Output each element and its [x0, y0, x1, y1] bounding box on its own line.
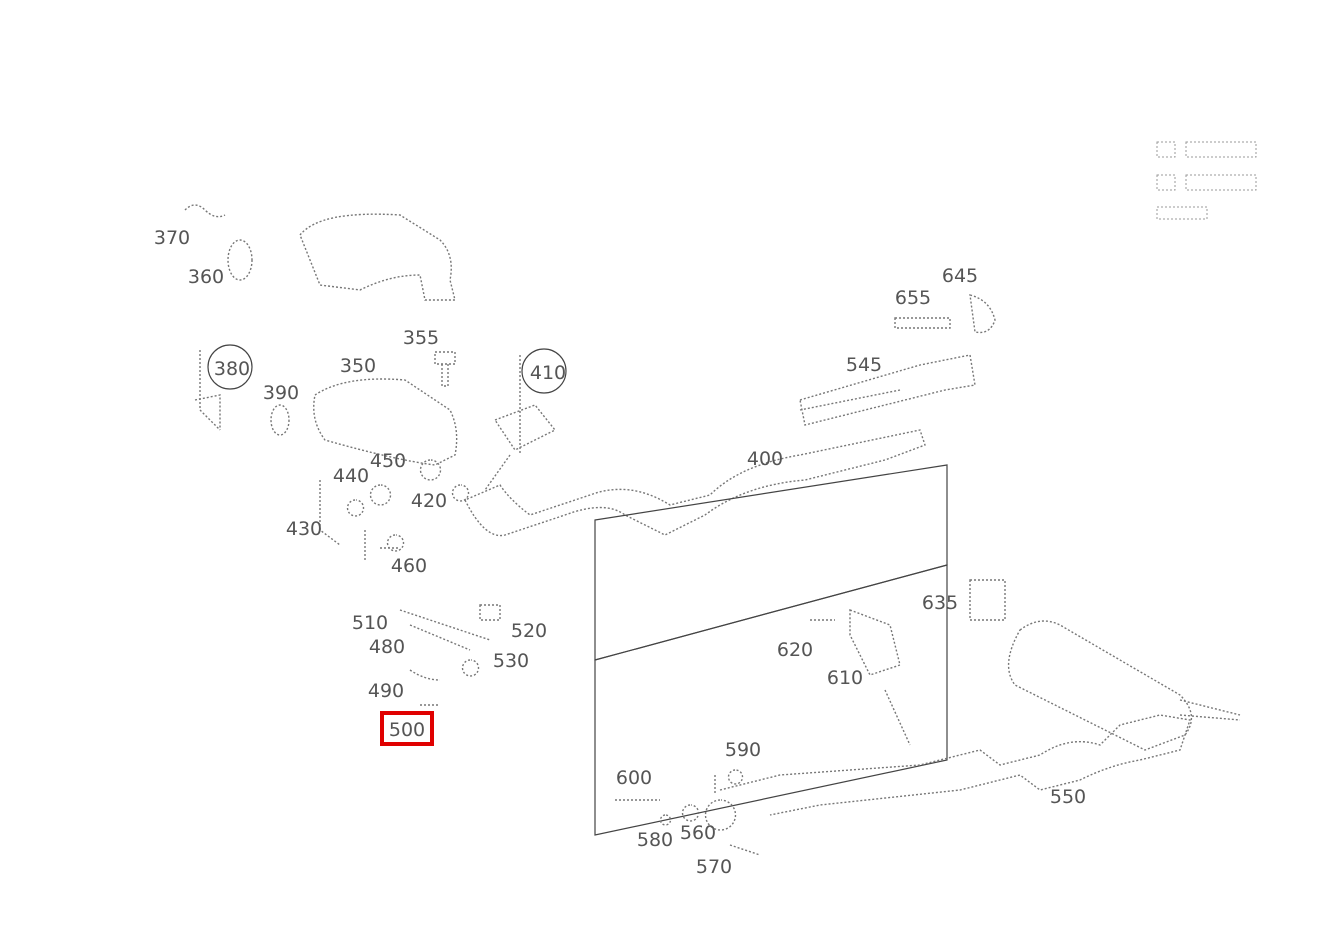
- part-label-390[interactable]: 390: [263, 382, 299, 404]
- part-label-530[interactable]: 530: [493, 650, 529, 672]
- part-label-560[interactable]: 560: [680, 822, 716, 844]
- part-shape-350: [313, 378, 458, 466]
- callout-circle-410: [521, 348, 567, 394]
- part-label-610[interactable]: 610: [827, 667, 863, 689]
- part-sketches: [184, 204, 1241, 856]
- part-label-520[interactable]: 520: [511, 620, 547, 642]
- part-label-655[interactable]: 655: [895, 287, 931, 309]
- diagram-code-block: [1156, 141, 1257, 220]
- section-outline-lower: [594, 564, 948, 836]
- part-shape-420: [419, 459, 470, 502]
- part-label-510[interactable]: 510: [352, 612, 388, 634]
- part-label-410[interactable]: 410: [530, 362, 566, 384]
- part-label-440[interactable]: 440: [333, 465, 369, 487]
- part-label-350[interactable]: 350: [340, 355, 376, 377]
- part-label-355[interactable]: 355: [403, 327, 439, 349]
- part-label-420[interactable]: 420: [411, 490, 447, 512]
- part-label-635[interactable]: 635: [922, 592, 958, 614]
- part-labels: 370 360 355 645 655 380 350 410 545 390 …: [154, 227, 1086, 878]
- part-label-570[interactable]: 570: [696, 856, 732, 878]
- part-shape-heat-shield: [299, 213, 456, 301]
- part-label-645[interactable]: 645: [942, 265, 978, 287]
- callout-circle-380: [207, 344, 253, 390]
- highlight-box-500: [380, 711, 434, 746]
- part-shape-410: [484, 355, 557, 491]
- part-shape-370: [184, 204, 226, 218]
- part-shape-610-620: [810, 608, 911, 746]
- part-shape-545: [799, 354, 976, 426]
- part-label-490[interactable]: 490: [368, 680, 404, 702]
- part-label-550[interactable]: 550: [1050, 786, 1086, 808]
- part-shape-655-645: [894, 294, 996, 334]
- part-label-450[interactable]: 450: [370, 450, 406, 472]
- part-shape-635: [969, 579, 1006, 621]
- part-label-590[interactable]: 590: [725, 739, 761, 761]
- part-label-480[interactable]: 480: [369, 636, 405, 658]
- part-label-545[interactable]: 545: [846, 354, 882, 376]
- part-label-400[interactable]: 400: [747, 448, 783, 470]
- part-shape-bracket-group-480-530: [399, 604, 501, 706]
- part-shape-front-pipe: [464, 429, 926, 537]
- part-label-620[interactable]: 620: [777, 639, 813, 661]
- part-label-370[interactable]: 370: [154, 227, 190, 249]
- part-shape-355: [434, 351, 456, 387]
- part-label-430[interactable]: 430: [286, 518, 322, 540]
- part-label-500[interactable]: 500: [389, 719, 425, 741]
- part-label-460[interactable]: 460: [391, 555, 427, 577]
- part-shape-380: [194, 350, 221, 431]
- part-label-580[interactable]: 580: [637, 829, 673, 851]
- part-shape-560-600: [615, 769, 761, 856]
- part-shape-clamps-430-460: [319, 480, 405, 560]
- part-label-380[interactable]: 380: [214, 358, 250, 380]
- part-shape-390: [270, 404, 290, 436]
- part-label-600[interactable]: 600: [616, 767, 652, 789]
- part-label-360[interactable]: 360: [188, 266, 224, 288]
- part-shape-360: [227, 239, 253, 281]
- part-shape-rear-pipe: [719, 714, 1191, 816]
- part-shape-550-muffler: [1007, 620, 1241, 751]
